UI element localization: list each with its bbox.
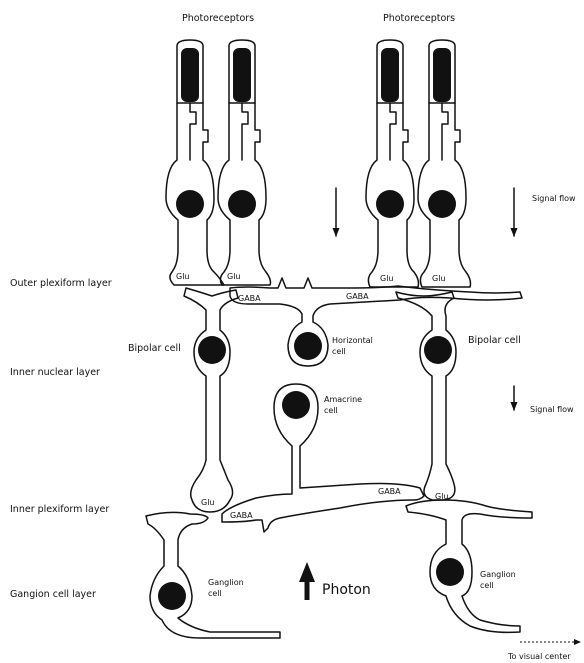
glu-label: Glu xyxy=(227,272,241,281)
amacrine-cell-label: cell xyxy=(324,406,338,415)
photoreceptors-title-left: Photoreceptors xyxy=(182,13,254,24)
bipolar-cell-left xyxy=(184,288,238,512)
layer-label-inner-nuclear: Inner nuclear layer xyxy=(10,367,100,378)
ganglion-cell-label-right: cell xyxy=(480,581,494,590)
photoreceptors-title-right: Photoreceptors xyxy=(383,13,455,24)
layer-label-outer-plexiform: Outer plexiform layer xyxy=(10,278,112,289)
ganglion-cell-label-left: cell xyxy=(208,589,222,598)
ganglion-cell-label-right: Ganglion xyxy=(480,570,516,579)
horizontal-cell-label: cell xyxy=(332,347,346,356)
layer-label-ganglion-cell: Gangion cell layer xyxy=(10,589,96,600)
gaba-label: GABA xyxy=(238,294,261,303)
amacrine-cell xyxy=(222,384,424,532)
ganglion-cell-left xyxy=(146,512,280,638)
horizontal-cell xyxy=(230,278,522,366)
gaba-label: GABA xyxy=(378,487,401,496)
ganglion-cell-right xyxy=(406,500,532,632)
glu-label: Glu xyxy=(380,274,394,283)
glu-label: Glu xyxy=(432,274,446,283)
photon-label: Photon xyxy=(322,582,371,598)
gaba-label: GABA xyxy=(230,511,253,520)
bipolar-cell-label-left: Bipolar cell xyxy=(128,343,181,354)
glu-label: Glu xyxy=(176,272,190,281)
glu-label: Glu xyxy=(201,498,215,507)
layer-label-inner-plexiform: Inner plexiform layer xyxy=(10,504,109,515)
amacrine-cell-label: Amacrine xyxy=(324,395,362,404)
signal-flow-label: Signal flow xyxy=(532,194,576,203)
to-visual-center-label: To visual center xyxy=(507,652,571,661)
glu-label: Glu xyxy=(435,492,449,501)
photoreceptor-cell xyxy=(166,40,224,285)
bipolar-cell-right xyxy=(396,292,456,500)
gaba-label: GABA xyxy=(346,292,369,301)
photon-arrow xyxy=(299,562,315,600)
photoreceptor-cell xyxy=(218,40,271,285)
signal-flow-label: Signal flow xyxy=(530,405,574,414)
horizontal-cell-label: Horizontal xyxy=(332,336,373,345)
photoreceptor-cell xyxy=(418,40,471,287)
ganglion-cell-label-left: Ganglion xyxy=(208,578,244,587)
photoreceptor-cell xyxy=(366,40,419,287)
bipolar-cell-label-right: Bipolar cell xyxy=(468,335,521,346)
